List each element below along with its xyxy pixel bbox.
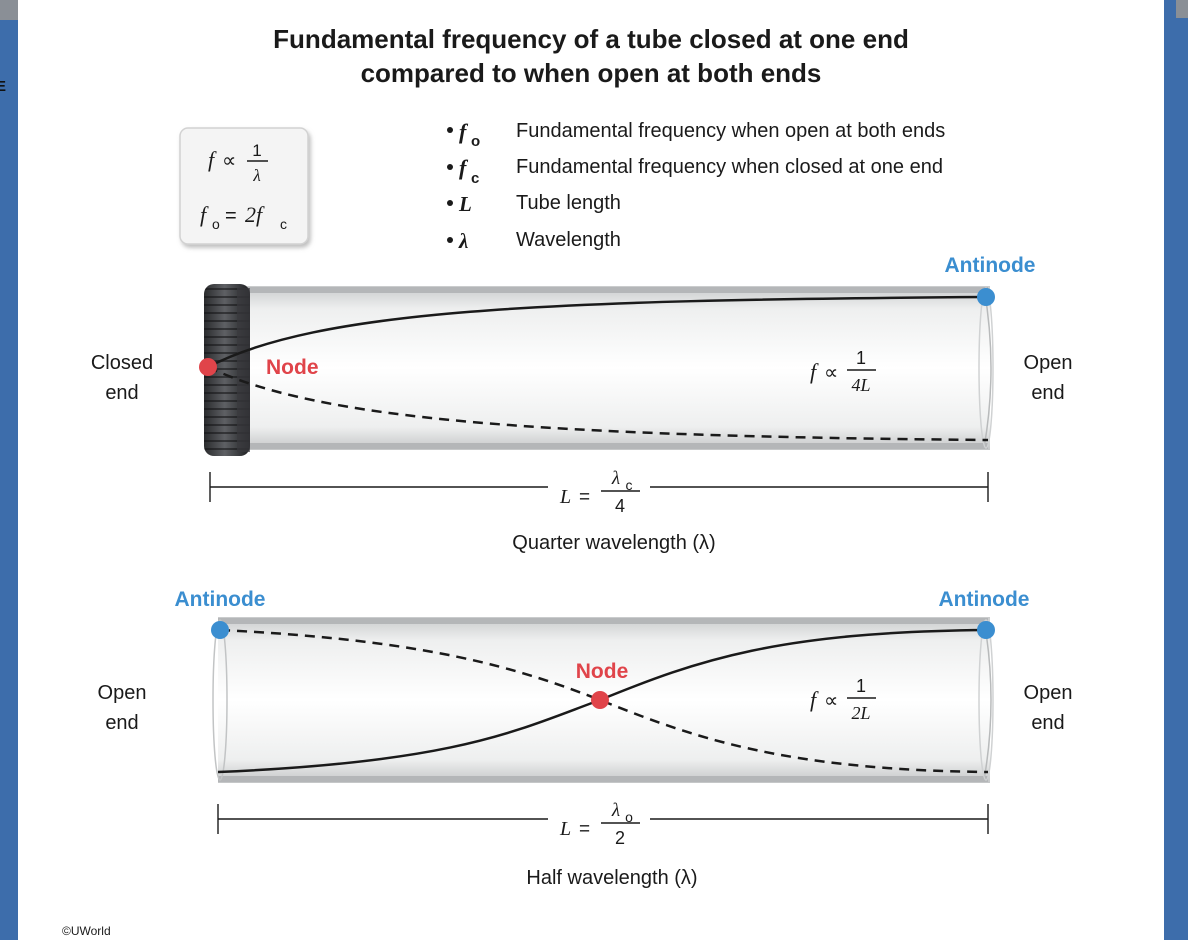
top-wave-solid [207, 295, 987, 369]
bottom-length-L: L [559, 818, 571, 840]
bottom-length-den: 2 [615, 828, 625, 848]
left-window-edge [0, 0, 18, 940]
bottom-length-dimension: L = λ o 2 [217, 800, 989, 848]
legend: f o Fundamental frequency when open at b… [447, 119, 945, 253]
formula-numerator: 1 [252, 141, 261, 160]
legend-sub-fo: o [471, 133, 480, 150]
left-edge-grey-strip [0, 0, 18, 20]
top-wave-dashed [207, 365, 989, 442]
bottom-length-num-sub: o [625, 809, 633, 825]
top-node-dot [199, 358, 217, 376]
bottom-antinode-right-dot [977, 621, 995, 639]
formula-fc-sub: c [280, 216, 287, 232]
top-length-den: 4 [615, 496, 625, 516]
top-tube [218, 286, 994, 450]
right-edge-grey-strip [1176, 0, 1188, 18]
legend-text-lambda: Wavelength [516, 229, 621, 251]
top-antinode-dot [977, 288, 995, 306]
quarter-wavelength-caption: Quarter wavelength (λ) [512, 532, 715, 554]
legend-item-L: L Tube length [447, 192, 621, 216]
bottom-wave-dashed [219, 628, 989, 774]
bottom-open-end-right-label-2: end [1031, 712, 1064, 734]
top-freq-num: 1 [856, 348, 866, 368]
formula-equals: = [225, 205, 237, 227]
copyright-text: ©UWorld [62, 924, 111, 938]
formula-2fc: 2f [245, 202, 265, 227]
bottom-frequency-formula: f ∝ 1 2L [810, 676, 876, 723]
legend-text-fo: Fundamental frequency when open at both … [516, 120, 945, 142]
formula-prop-symbol: ∝ [222, 150, 236, 172]
figure-panel: Fundamental frequency of a tube closed a… [18, 0, 1164, 940]
bottom-length-num: λ [611, 800, 620, 821]
legend-symbol-L: L [458, 192, 472, 216]
top-freq-prop: ∝ [824, 362, 838, 384]
legend-item-fc: f c Fundamental frequency when closed at… [447, 155, 943, 187]
closed-end-label-1: Closed [91, 352, 153, 374]
closed-end-label-2: end [105, 382, 138, 404]
top-antinode-label: Antinode [945, 254, 1036, 277]
top-length-num-sub: c [626, 477, 633, 493]
bottom-freq-prop: ∝ [824, 690, 838, 712]
half-wavelength-caption: Half wavelength (λ) [526, 867, 697, 889]
bottom-antinode-left-dot [211, 621, 229, 639]
bottom-node-label: Node [576, 660, 629, 683]
bottom-node-dot [591, 691, 609, 709]
legend-symbol-fc: f [459, 155, 469, 180]
top-length-num: λ [611, 468, 620, 489]
legend-symbol-fo: f [459, 119, 469, 144]
legend-item-lambda: λ Wavelength [447, 229, 621, 253]
legend-sub-fc: c [471, 170, 479, 187]
top-open-end-label-1: Open [1024, 352, 1073, 374]
bottom-freq-den: 2L [851, 703, 870, 723]
top-node-label: Node [266, 356, 319, 379]
bottom-antinode-right-label: Antinode [939, 588, 1030, 611]
formula-f: f [208, 147, 217, 172]
bottom-freq-num: 1 [856, 676, 866, 696]
bottom-antinode-left-label: Antinode [175, 588, 266, 611]
legend-item-fo: f o Fundamental frequency when open at b… [447, 119, 945, 150]
top-frequency-formula: f ∝ 1 4L [810, 348, 876, 395]
legend-symbol-lambda: λ [458, 229, 468, 253]
top-freq-den: 4L [851, 375, 870, 395]
top-freq-f: f [810, 359, 819, 384]
top-length-eq: = [579, 487, 590, 508]
title-line-1: Fundamental frequency of a tube closed a… [273, 24, 909, 54]
bottom-length-eq: = [579, 819, 590, 840]
tube-cap [204, 284, 250, 456]
bottom-open-end-left-label-2: end [105, 712, 138, 734]
formula-fo-sub: o [212, 216, 220, 232]
bottom-open-end-right-label-1: Open [1024, 682, 1073, 704]
formula-fo: f [200, 202, 209, 227]
right-window-edge [1164, 0, 1188, 940]
tube-diagram: Fundamental frequency of a tube closed a… [62, 24, 1073, 938]
bottom-freq-f: f [810, 687, 819, 712]
top-length-dimension: L = λ c 4 [209, 468, 989, 516]
title-line-2: compared to when open at both ends [361, 58, 822, 88]
legend-text-fc: Fundamental frequency when closed at one… [516, 156, 943, 178]
top-length-L: L [559, 486, 571, 508]
formula-denominator: λ [252, 166, 260, 185]
formula-box: f ∝ 1 λ f o = 2f c [179, 127, 309, 245]
left-edge-partial-text: E [0, 78, 7, 95]
bottom-open-end-left-label-1: Open [98, 682, 147, 704]
legend-text-L: Tube length [516, 192, 621, 214]
top-open-end-label-2: end [1031, 382, 1064, 404]
